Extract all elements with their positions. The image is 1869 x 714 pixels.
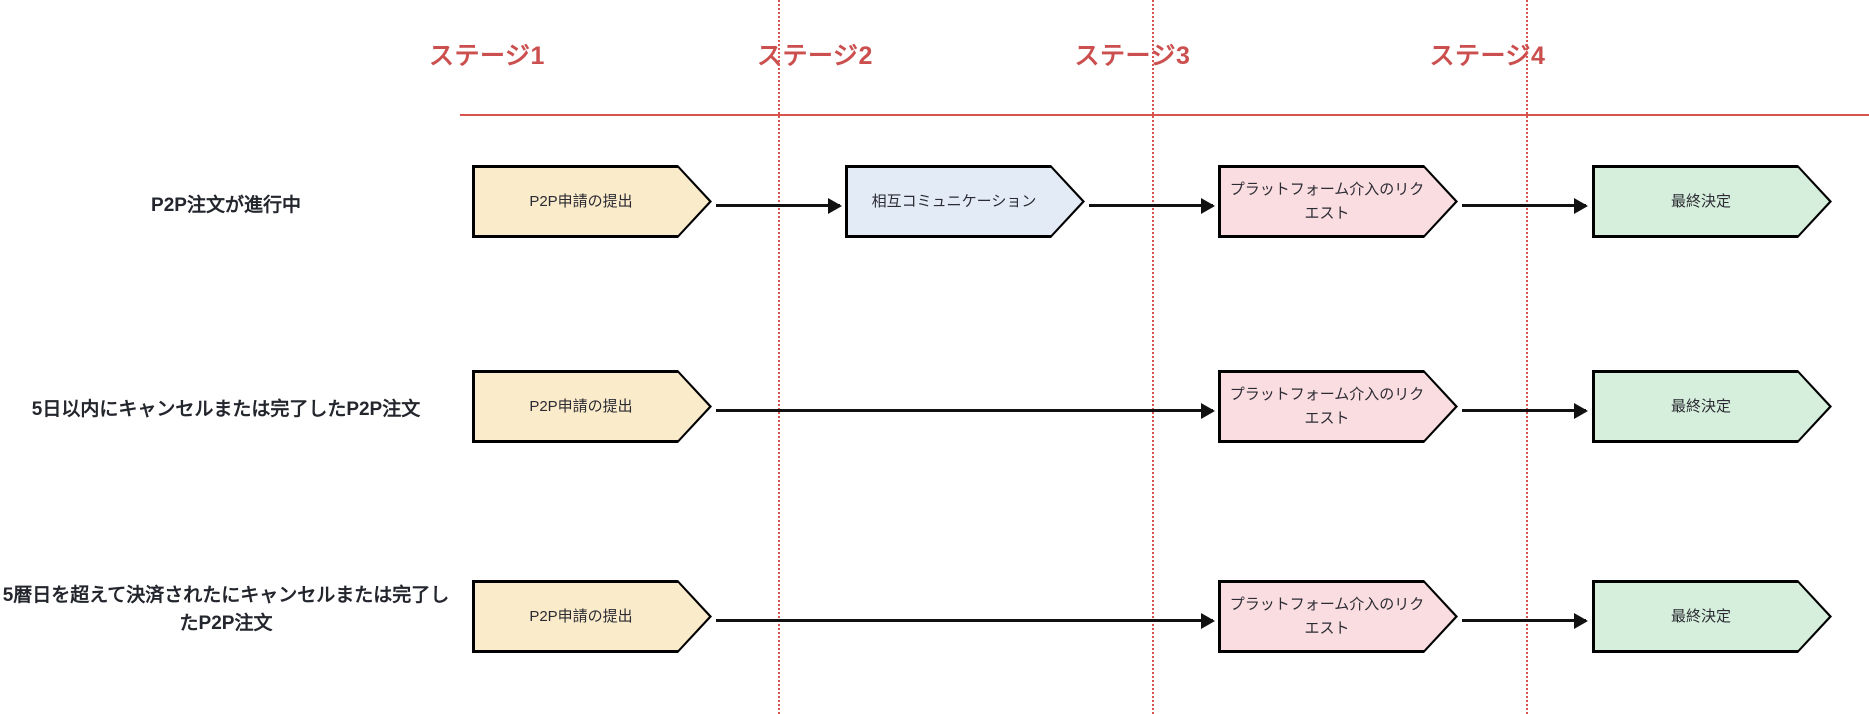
chevron-fill: 最終決定 (1595, 583, 1829, 650)
chevron-fill: プラットフォーム介入のリクエスト (1221, 168, 1455, 235)
column-divider-1 (778, 0, 780, 714)
row1-step3-chevron[interactable]: プラットフォーム介入のリクエスト (1218, 165, 1458, 238)
row-label-1: P2P注文が進行中 (151, 195, 301, 216)
chevron-fill: 最終決定 (1595, 373, 1829, 440)
row1-step3-label: プラットフォーム介入のリクエスト (1229, 181, 1425, 222)
row2-connector-2 (1462, 409, 1586, 412)
row1-step4-label: 最終決定 (1670, 192, 1731, 210)
row2-step3-chevron[interactable]: 最終決定 (1592, 370, 1832, 443)
header-divider-line (460, 114, 1869, 116)
column-divider-3 (1526, 0, 1528, 714)
row1-connector-3 (1462, 204, 1586, 207)
row2-step1-chevron[interactable]: P2P申請の提出 (472, 370, 712, 443)
row1-connector-2 (1089, 204, 1213, 207)
row1-step1-chevron[interactable]: P2P申請の提出 (472, 165, 712, 238)
row-label-3: 5暦日を超えて決済されたにキャンセルまたは完了したP2P注文 (2, 585, 450, 634)
row1-step4-chevron[interactable]: 最終決定 (1592, 165, 1832, 238)
row2-step2-chevron[interactable]: プラットフォーム介入のリクエスト (1218, 370, 1458, 443)
row3-step3-chevron[interactable]: 最終決定 (1592, 580, 1832, 653)
chevron-fill: プラットフォーム介入のリクエスト (1221, 583, 1455, 650)
row3-connector-2 (1462, 619, 1586, 622)
chevron-fill: 最終決定 (1595, 168, 1829, 235)
row2-step1-label: P2P申請の提出 (529, 397, 633, 415)
chevron-fill: 相互コミュニケーション (848, 168, 1082, 235)
row1-step2-label: 相互コミュニケーション (871, 192, 1037, 210)
chevron-fill: P2P申請の提出 (475, 168, 709, 235)
column-divider-2 (1152, 0, 1154, 714)
row-label-2: 5日以内にキャンセルまたは完了したP2P注文 (31, 399, 421, 420)
row2-step2-label: プラットフォーム介入のリクエスト (1229, 386, 1425, 427)
row3-step2-chevron[interactable]: プラットフォーム介入のリクエスト (1218, 580, 1458, 653)
row3-step2-label: プラットフォーム介入のリクエスト (1229, 596, 1425, 637)
stage-header-1: ステージ1 (429, 42, 545, 70)
row3-step1-label: P2P申請の提出 (529, 607, 633, 625)
chevron-fill: P2P申請の提出 (475, 583, 709, 650)
row3-step1-chevron[interactable]: P2P申請の提出 (472, 580, 712, 653)
row2-step3-label: 最終決定 (1670, 397, 1731, 415)
chevron-fill: P2P申請の提出 (475, 373, 709, 440)
row1-connector-1 (716, 204, 840, 207)
stage-header-2: ステージ2 (757, 42, 873, 70)
stage-header-4: ステージ4 (1429, 42, 1546, 70)
stage-header-3: ステージ3 (1074, 42, 1191, 70)
row1-step1-label: P2P申請の提出 (529, 192, 633, 210)
row1-step2-chevron[interactable]: 相互コミュニケーション (845, 165, 1085, 238)
row3-connector-1 (716, 619, 1213, 622)
chevron-fill: プラットフォーム介入のリクエスト (1221, 373, 1455, 440)
row3-step3-label: 最終決定 (1670, 607, 1731, 625)
row2-connector-1 (716, 409, 1213, 412)
